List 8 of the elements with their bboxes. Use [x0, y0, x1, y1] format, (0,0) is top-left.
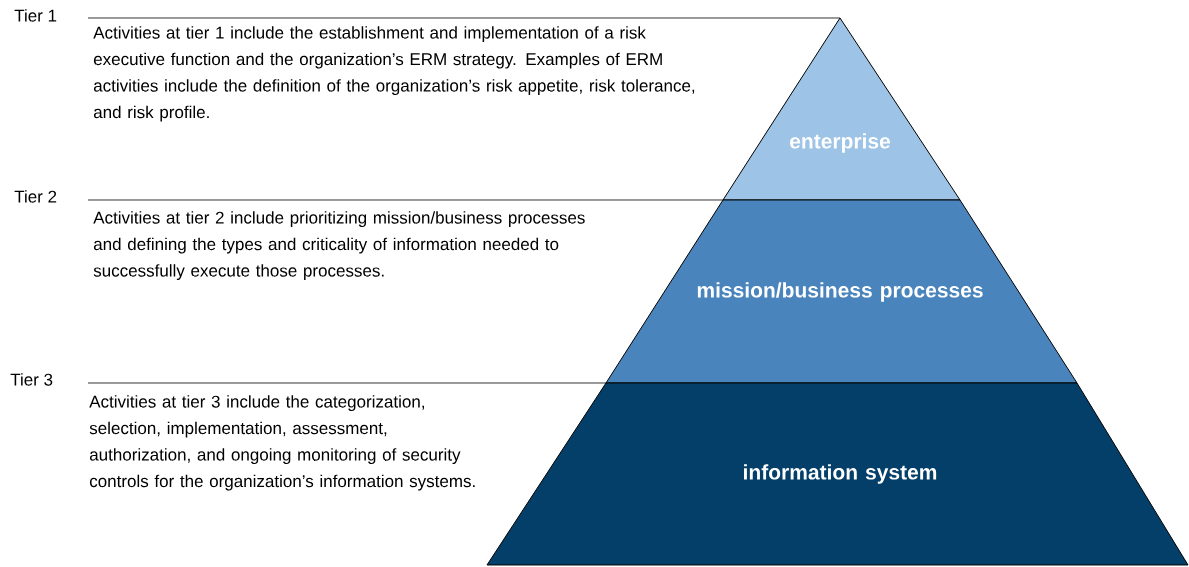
pyramid-tier: information system	[486, 382, 1189, 566]
tier-label: Tier 1	[14, 9, 57, 22]
tier-label: Tier 3	[10, 373, 53, 386]
description-text: Activities at tier 1 include the establishment and implementation of a risk executive function and the organization’s ERM strategy. Examples of ERM activities include the definition of the organization’s risk appetite, risk tolerance, and risk profile.	[93, 26, 695, 122]
tier-label: Tier 2	[14, 190, 57, 203]
description-text: Activities at tier 2 include prioritizing mission/business processes and defining the types and criticality of information needed to successfully execute those processes.	[93, 211, 585, 281]
pyramid-tier: enterprise	[722, 17, 961, 201]
pyramid-tier: mission/business processes	[605, 199, 1078, 384]
